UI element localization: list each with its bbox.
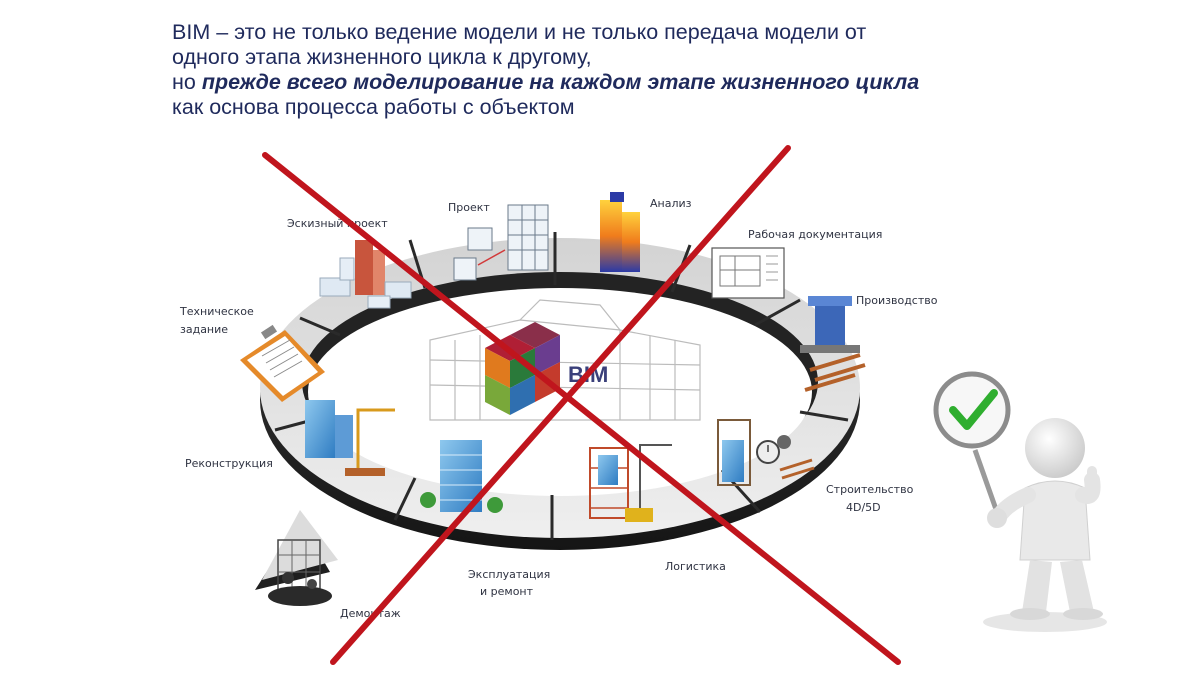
crossout-line-2: [330, 145, 791, 665]
heading-line-4: как основа процесса работы с объектом: [172, 95, 575, 119]
label-tech-task-1: Техническое: [179, 305, 254, 318]
label-project: Проект: [448, 201, 490, 214]
working-docs-illustration: [711, 247, 785, 299]
label-demolition: Демонтаж: [340, 607, 401, 620]
tech-task-illustration: [240, 324, 325, 402]
label-working-docs: Рабочая документация: [748, 228, 882, 241]
label-production: Производство: [856, 294, 938, 307]
label-construction-1: Строительство: [826, 483, 914, 496]
heading-emphasis: прежде всего моделирование на каждом эта…: [201, 70, 920, 94]
heading-line-2: одного этапа жизненного цикла к другому,: [172, 45, 592, 69]
crossout-line-1: [262, 152, 901, 665]
project-stage-illustration: [453, 204, 549, 281]
heading-line-3-prefix: но: [172, 70, 202, 94]
label-reconstruction: Реконструкция: [185, 457, 273, 470]
stage-labels: Эскизный проект Проект Анализ Рабочая до…: [179, 197, 938, 620]
heading-line-1: BIM – это не только ведение модели и не …: [172, 20, 867, 44]
man-head: [1025, 418, 1085, 478]
label-logistics: Логистика: [665, 560, 726, 573]
sketch-stage-illustration: [319, 240, 412, 309]
check-sign-icon: [933, 371, 1011, 449]
label-sketch: Эскизный проект: [287, 217, 388, 230]
label-tech-task-2: задание: [180, 323, 228, 336]
label-operation-2: и ремонт: [480, 585, 534, 598]
logistics-illustration: [589, 444, 672, 522]
heading: BIM – это не только ведение модели и не …: [172, 20, 1072, 120]
checkmark-icon: [949, 389, 998, 430]
heading-line-3: но прежде всего моделирование на каждом …: [172, 70, 1072, 95]
production-illustration: [800, 296, 866, 392]
bim-logo: BIM: [485, 322, 608, 415]
reconstruction-illustration: [305, 400, 395, 476]
label-operation-1: Эксплуатация: [468, 568, 550, 581]
construction-illustration: [717, 419, 815, 486]
man-with-checkmark-sign: [933, 371, 1107, 632]
label-analysis: Анализ: [650, 197, 692, 210]
label-construction-2: 4D/5D: [846, 501, 881, 514]
crossout-mark: [262, 145, 901, 665]
analysis-stage-illustration: [600, 192, 640, 272]
demolition-illustration: [268, 539, 332, 606]
center-building-sketch: [429, 299, 701, 421]
